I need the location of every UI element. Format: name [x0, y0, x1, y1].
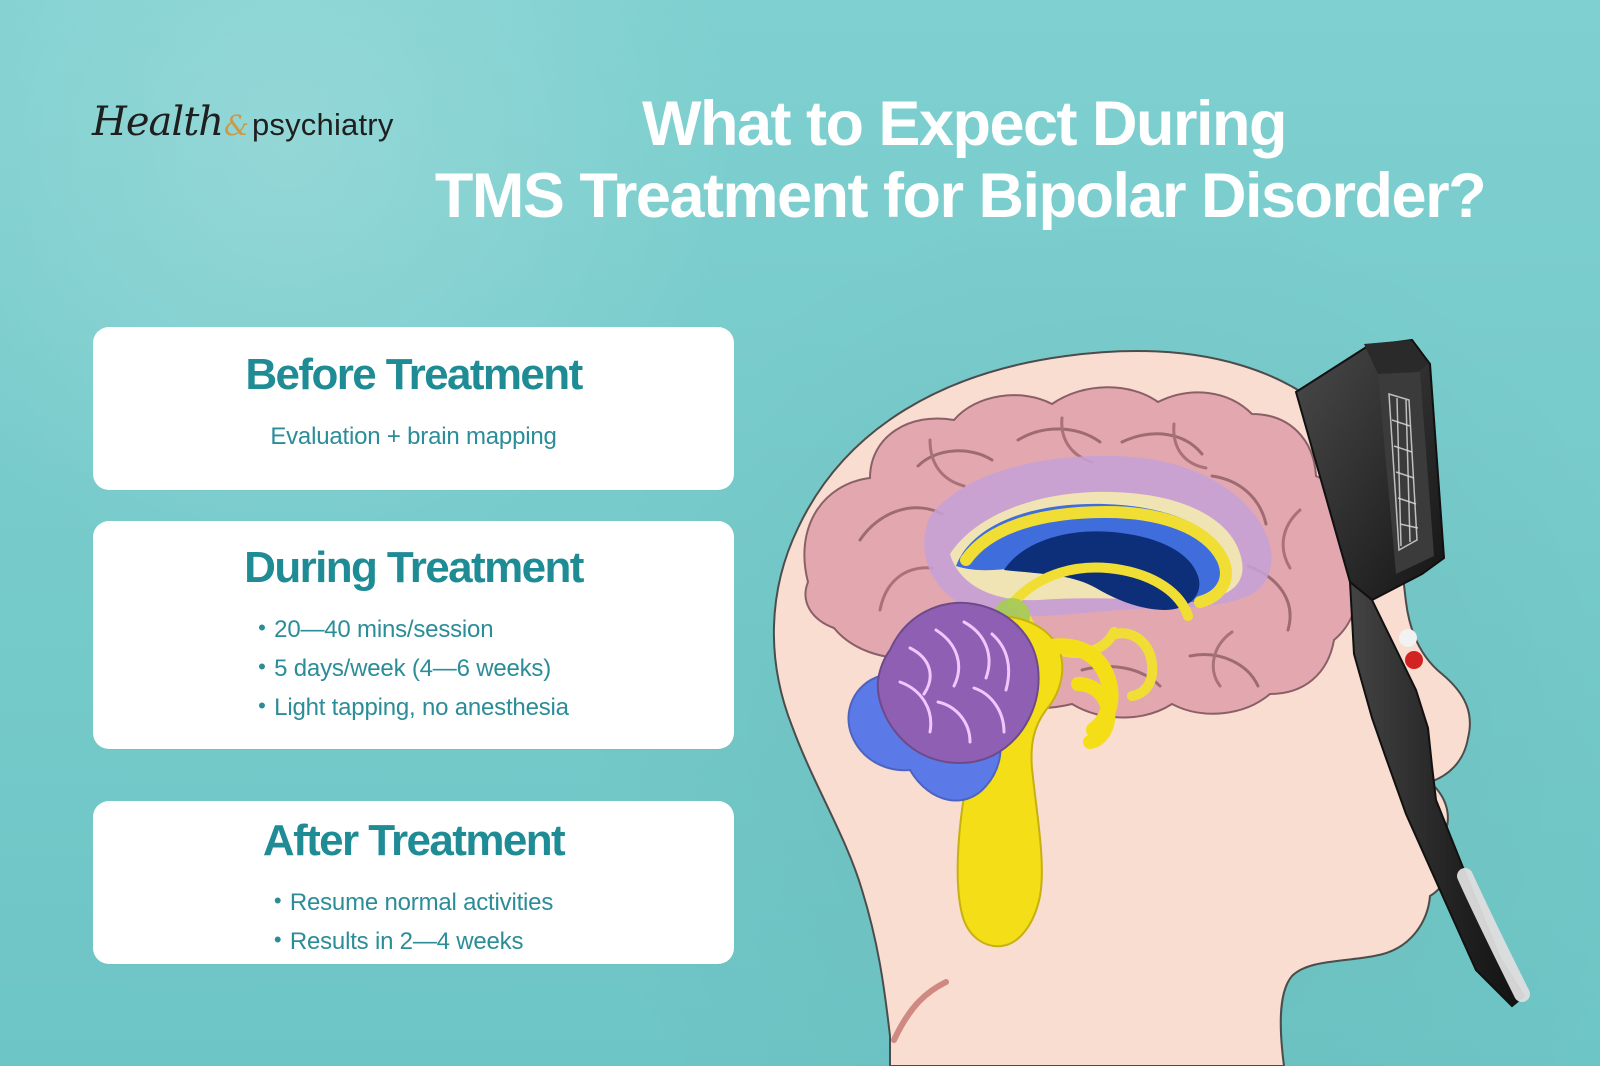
brand-logo: Health & psychiatry	[92, 102, 394, 142]
after-treatment-list: Resume normal activities Results in 2—4 …	[274, 883, 553, 961]
page-title: What to Expect During TMS Treatment for …	[330, 88, 1590, 233]
during-treatment-list: 20—40 mins/session 5 days/week (4—6 week…	[258, 610, 569, 727]
list-item: 5 days/week (4—6 weeks)	[258, 649, 569, 688]
before-treatment-card: Before Treatment Evaluation + brain mapp…	[93, 327, 734, 490]
brand-script-word: Health	[92, 99, 224, 145]
page-title-line-1: What to Expect During	[642, 89, 1288, 159]
head-brain-svg	[772, 338, 1530, 1066]
brain-icon	[803, 386, 1359, 948]
list-item: 20—40 mins/session	[258, 610, 569, 649]
page-title-line-2: TMS Treatment for Bipolar Disorder?	[434, 161, 1487, 232]
tms-device-icon	[1294, 338, 1530, 1008]
before-treatment-text: Evaluation + brain mapping	[270, 422, 557, 450]
list-item: Resume normal activities	[274, 883, 553, 922]
brand-ampersand: &	[224, 109, 249, 142]
brand-text: psychiatry	[251, 107, 394, 142]
during-treatment-title: During Treatment	[244, 543, 584, 592]
during-treatment-card: During Treatment 20—40 mins/session 5 da…	[93, 521, 734, 749]
before-treatment-title: Before Treatment	[245, 350, 583, 399]
after-treatment-title: After Treatment	[262, 816, 566, 865]
list-item: Results in 2—4 weeks	[274, 922, 553, 961]
head-brain-illustration	[760, 330, 1600, 1066]
after-treatment-card: After Treatment Resume normal activities…	[93, 801, 734, 964]
list-item: Light tapping, no anesthesia	[258, 688, 569, 727]
